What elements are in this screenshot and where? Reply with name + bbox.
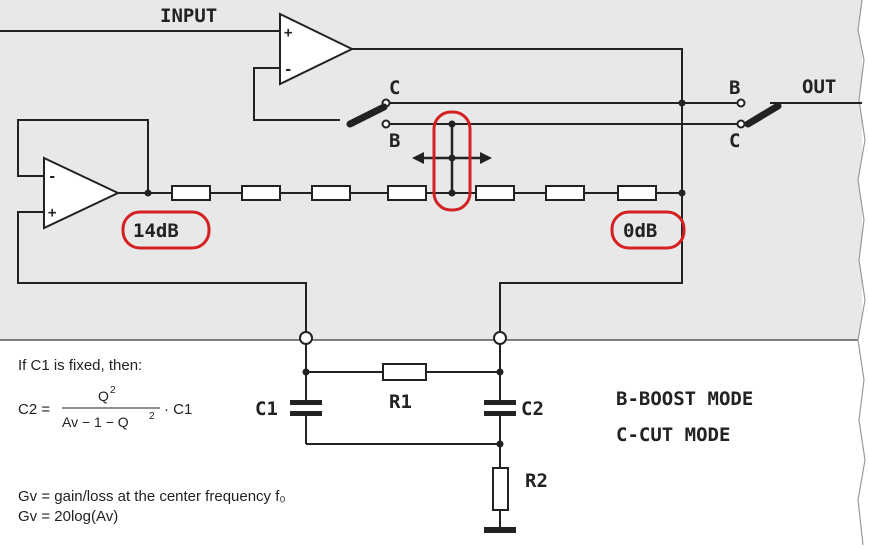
r2-resistor bbox=[492, 467, 509, 511]
ladder-left-node bbox=[144, 189, 152, 197]
out-label: OUT bbox=[802, 76, 836, 98]
bottom-opamp-minus: - bbox=[48, 169, 56, 185]
lower-panel bbox=[0, 340, 862, 545]
formula-numerator: Q bbox=[98, 388, 109, 404]
gv-formula: Gv = 20log(Av) bbox=[18, 508, 118, 525]
c2-plate-bottom bbox=[484, 411, 516, 416]
switch-b-contact bbox=[381, 119, 391, 129]
c1-r1-node bbox=[302, 368, 310, 376]
top-opamp-feedback-wire bbox=[253, 67, 340, 121]
ladder-resistor-2 bbox=[241, 185, 281, 201]
c-rail-node bbox=[678, 99, 686, 107]
formula-lhs: C2 = bbox=[18, 401, 50, 418]
fixed-c1-note: If C1 is fixed, then: bbox=[18, 357, 142, 374]
r1-label: R1 bbox=[389, 391, 412, 413]
ground-icon bbox=[484, 527, 516, 533]
bottom-opamp bbox=[43, 156, 121, 230]
out-switch-c-contact bbox=[736, 119, 746, 129]
top-opamp-plus: + bbox=[284, 25, 292, 41]
out-switch-b-contact bbox=[736, 98, 746, 108]
c1-terminal bbox=[299, 331, 313, 345]
formula-numerator-exp: 2 bbox=[110, 385, 116, 396]
top-opamp-minus: - bbox=[284, 62, 292, 78]
switch-c-label: C bbox=[389, 77, 400, 99]
legend-cut: C-CUT MODE bbox=[616, 424, 730, 446]
gain-14db-label: 14dB bbox=[133, 220, 179, 242]
input-switch-lever bbox=[346, 103, 388, 128]
gain-0db-label: 0dB bbox=[623, 220, 657, 242]
output-switch-lever bbox=[744, 102, 782, 128]
ladder-resistor-3 bbox=[311, 185, 351, 201]
ladder-resistor-1 bbox=[171, 185, 211, 201]
c2-plate-top bbox=[484, 400, 516, 405]
legend-boost: B-BOOST MODE bbox=[616, 388, 753, 410]
gv-definition: Gv = gain/loss at the center frequency f… bbox=[18, 488, 286, 505]
wiper-right-arrow-icon bbox=[480, 152, 492, 164]
top-opamp-output-wire bbox=[352, 48, 683, 190]
ladder-resistor-4 bbox=[387, 185, 427, 201]
bottom-opamp-feedback-wire bbox=[17, 119, 149, 193]
bottom-opamp-plus: + bbox=[48, 205, 56, 221]
upper-panel bbox=[0, 0, 862, 340]
out-switch-b-label: B bbox=[729, 77, 740, 99]
c2-label: C2 bbox=[521, 398, 544, 420]
switch-b-label: B bbox=[389, 130, 400, 152]
formula-denominator: Av − 1 − Q bbox=[62, 414, 129, 430]
c1-plate-top bbox=[290, 400, 322, 405]
torn-edge-line bbox=[857, 0, 866, 546]
c2-r2-node bbox=[496, 440, 504, 448]
formula-c1-factor: · C1 bbox=[164, 401, 192, 418]
r1-resistor bbox=[382, 363, 427, 381]
ladder-resistor-6 bbox=[545, 185, 585, 201]
ladder-resistor-7 bbox=[617, 185, 657, 201]
c1-plate-bottom bbox=[290, 411, 322, 416]
r2-label: R2 bbox=[525, 470, 548, 492]
top-opamp bbox=[279, 12, 355, 86]
c2-terminal bbox=[493, 331, 507, 345]
c1-label: C1 bbox=[255, 398, 278, 420]
ladder-resistor-5 bbox=[475, 185, 515, 201]
formula-denominator-exp: 2 bbox=[149, 411, 155, 422]
wiper-left-arrow-icon bbox=[412, 152, 424, 164]
bottom-opamp-input-wire bbox=[17, 211, 307, 333]
highlight-0db bbox=[610, 210, 686, 250]
out-switch-c-label: C bbox=[729, 130, 740, 152]
highlight-wiper bbox=[432, 110, 472, 212]
highlight-14db bbox=[121, 210, 211, 250]
r1-c2-node bbox=[496, 368, 504, 376]
input-label: INPUT bbox=[160, 5, 217, 27]
ladder-right-node bbox=[678, 189, 686, 197]
